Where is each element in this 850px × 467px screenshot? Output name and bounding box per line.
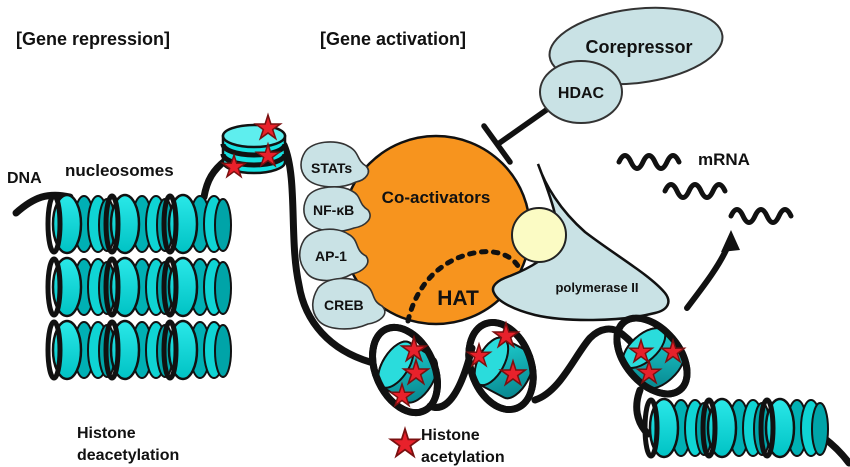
hat-label: HAT — [437, 287, 479, 310]
coactivators-label: Co-activators — [382, 188, 491, 207]
tf-stats-blob — [300, 141, 370, 188]
acetylated-nucleosome-c — [613, 314, 692, 398]
nucleosome-disk-unit — [164, 321, 231, 379]
nucleosome-disk-unit — [164, 195, 231, 253]
tf-nfkb-blob — [303, 186, 371, 233]
acetylated-nucleosome-b — [465, 318, 541, 414]
dna-label: DNA — [7, 170, 42, 187]
tf-creb-label: CREB — [324, 297, 364, 313]
tf-nfkb-label: NF-κB — [313, 202, 354, 218]
polymerase-label: polymerase II — [555, 280, 638, 295]
corepressor-complex: Corepressor HDAC — [539, 6, 724, 124]
acetyl-star-icon — [389, 428, 421, 458]
histone-deacetylation-line2: deacetylation — [77, 447, 179, 464]
mrna-squiggle — [728, 207, 794, 225]
histone-acetylation-line2: acetylation — [421, 449, 505, 466]
hat-domain-boundary — [405, 249, 521, 324]
transcription-arrow — [684, 230, 740, 311]
acetylated-nucleosome-top — [220, 114, 288, 178]
gene-activation-title: [Gene activation] — [320, 29, 466, 49]
histone-acetylation-line1: Histone — [421, 427, 480, 444]
dna-past-tf-blobs — [280, 141, 374, 366]
hdac-label: HDAC — [558, 85, 605, 102]
corepressor-label: Corepressor — [585, 37, 692, 57]
tf-creb-blob — [311, 277, 386, 330]
nucleosomes-label: nucleosomes — [65, 161, 174, 180]
open-nucleosome-row — [645, 399, 828, 457]
mrna-transcripts — [616, 153, 794, 225]
tf-ap1-blob — [298, 228, 369, 282]
mrna-squiggle — [662, 182, 728, 200]
mrna-label: mRNA — [698, 150, 750, 169]
mrna-squiggle — [616, 153, 682, 171]
histone-acetylation-legend: Histone acetylation — [389, 427, 505, 466]
tf-stats-label: STATs — [311, 160, 352, 176]
hdac-inhibition-line — [481, 103, 555, 165]
histone-deacetylation-caption: Histone deacetylation — [77, 425, 179, 464]
tf-ap1-label: AP-1 — [315, 248, 347, 264]
acetylated-nucleosome-a — [369, 323, 446, 417]
gene-repression-title: [Gene repression] — [16, 29, 170, 49]
dna-stack-to-nucleosome — [200, 156, 230, 201]
polymerase-yellow-subunit — [511, 207, 567, 263]
transcription-factors — [298, 141, 386, 330]
condensed-nucleosome-stack — [48, 195, 231, 379]
nucleosome-disk-unit — [761, 399, 828, 457]
histone-deacetylation-line1: Histone — [77, 425, 136, 442]
nucleosome-disk-unit — [164, 258, 231, 316]
